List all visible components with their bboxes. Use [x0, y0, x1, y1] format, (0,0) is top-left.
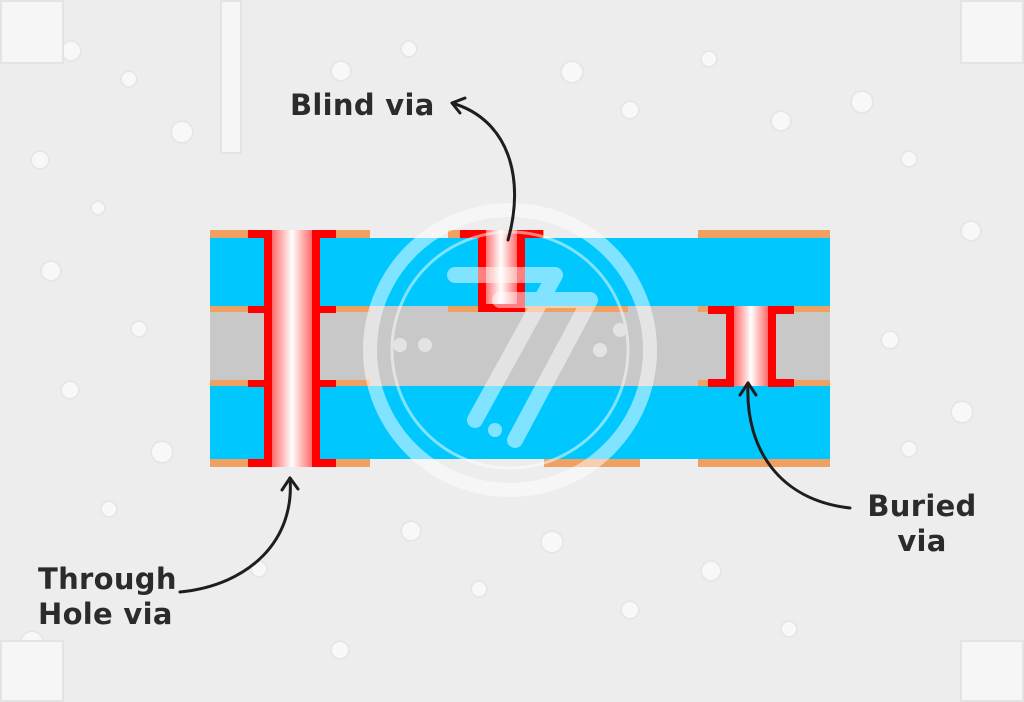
background-dot — [900, 440, 918, 458]
through-hole-label-line1: Through — [38, 562, 177, 596]
background-pad — [220, 0, 242, 154]
background-pad — [0, 640, 64, 702]
buried-via-label: Buried via — [862, 489, 982, 559]
copper-pad — [698, 459, 830, 467]
background-dot — [770, 110, 792, 132]
buried-via-label-line2: via — [897, 524, 947, 558]
background-dot — [470, 580, 488, 598]
background-dot — [60, 380, 80, 400]
blind-via-label: Blind via — [290, 88, 435, 122]
background-pad — [960, 0, 1024, 64]
background-dot — [400, 40, 418, 58]
callout-arrows — [178, 96, 852, 594]
background-dot — [700, 560, 722, 582]
background-dot — [880, 330, 900, 350]
through-hole-arrowhead — [280, 476, 300, 492]
through-hole-via — [248, 230, 336, 467]
background-dot — [400, 520, 422, 542]
background-dot — [540, 530, 564, 554]
background-dot — [30, 150, 50, 170]
background-dot — [90, 200, 106, 216]
through-hole-arrow — [178, 476, 292, 594]
background-dot — [150, 440, 174, 464]
background-dot — [330, 60, 352, 82]
background-dot — [900, 150, 918, 168]
background-dot — [850, 90, 874, 114]
background-dot — [560, 60, 584, 84]
circuit-logo-watermark — [363, 203, 657, 497]
background-dot — [620, 100, 640, 120]
background-dot — [620, 600, 640, 620]
buried-via-arrowhead — [738, 381, 758, 397]
buried-via-label-line1: Buried — [867, 489, 977, 523]
buried-via — [708, 306, 794, 387]
background-dot — [950, 400, 974, 424]
background-dot — [120, 70, 138, 88]
background-pad — [0, 0, 64, 64]
through-hole-via-label: Through Hole via — [38, 562, 177, 632]
background-dot — [960, 220, 982, 242]
background-dot — [130, 320, 148, 338]
through-hole-label-line2: Hole via — [38, 597, 173, 631]
background-dot — [780, 620, 798, 638]
copper-pad — [698, 230, 830, 238]
buried-via-arrow — [746, 381, 852, 510]
blind-via-arrowhead — [450, 96, 467, 115]
background-dot — [700, 50, 718, 68]
background-dot — [170, 120, 194, 144]
background-dot — [60, 40, 82, 62]
background-dot — [40, 260, 62, 282]
blind-via-arrow — [450, 101, 516, 242]
background-dot — [330, 640, 350, 660]
background-dot — [100, 500, 118, 518]
